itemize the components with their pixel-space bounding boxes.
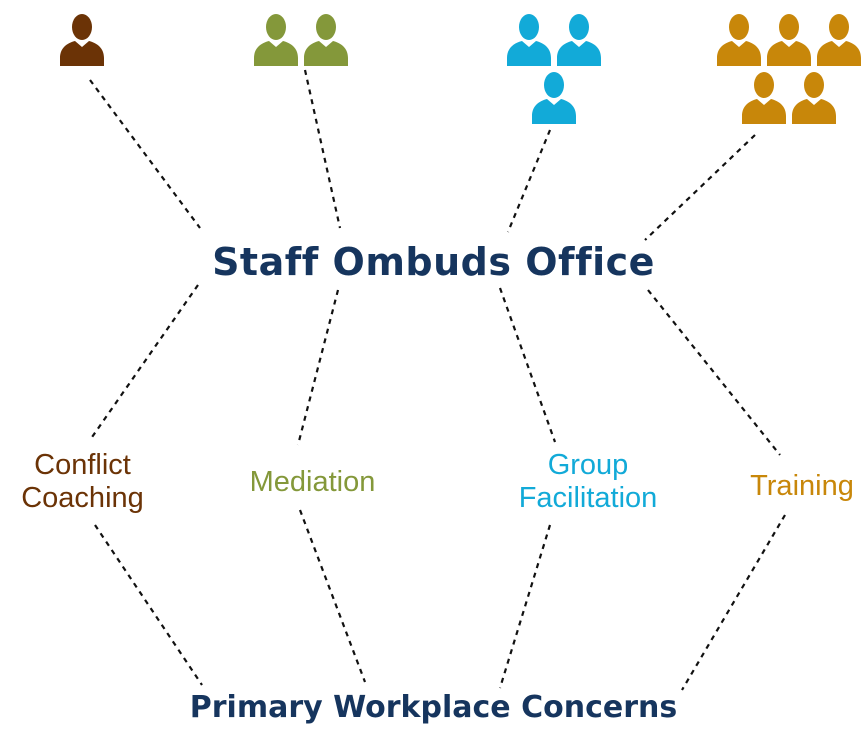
person-icon — [792, 72, 836, 124]
person-icon — [557, 14, 601, 66]
person-icon — [742, 72, 786, 124]
connector-training-bottom — [681, 514, 786, 691]
connector-coaching-top — [89, 79, 201, 229]
service-label-conflict-coaching: Conflict Coaching — [0, 449, 165, 515]
service-label-line: Group — [547, 449, 629, 481]
connector-coaching-bottom — [94, 524, 203, 686]
person-icon — [254, 14, 298, 66]
person-icon — [304, 14, 348, 66]
service-label-mediation: Mediation — [225, 466, 400, 499]
connector-training-mid — [647, 289, 781, 456]
mediation-people-group — [254, 14, 348, 66]
training-people-group — [717, 14, 861, 124]
person-icon — [60, 14, 104, 66]
coaching-people-group — [60, 14, 104, 66]
connector-training-top — [644, 134, 756, 241]
connector-coaching-mid — [89, 284, 199, 441]
service-label-training: Training — [737, 470, 867, 503]
connector-mediation-top — [303, 69, 342, 229]
person-icon — [767, 14, 811, 66]
connector-facilitation-top — [506, 129, 552, 233]
facilitation-people-group — [507, 14, 601, 124]
service-label-line: Training — [750, 470, 854, 502]
service-label-group-facilitation: Group Facilitation — [493, 449, 683, 515]
service-label-line: Conflict — [34, 449, 131, 481]
connector-facilitation-mid — [498, 287, 557, 443]
service-label-line: Mediation — [249, 466, 376, 498]
connector-mediation-bottom — [298, 509, 367, 683]
connector-mediation-mid — [296, 289, 340, 446]
service-label-line: Coaching — [21, 482, 144, 514]
person-icon — [532, 72, 576, 124]
person-icon — [717, 14, 761, 66]
person-icon — [817, 14, 861, 66]
service-label-line: Facilitation — [518, 482, 658, 514]
connector-lines — [89, 69, 786, 691]
bottom-title: Primary Workplace Concerns — [189, 690, 678, 725]
center-title: Staff Ombuds Office — [212, 240, 655, 284]
person-icon — [507, 14, 551, 66]
connector-facilitation-bottom — [498, 524, 552, 689]
